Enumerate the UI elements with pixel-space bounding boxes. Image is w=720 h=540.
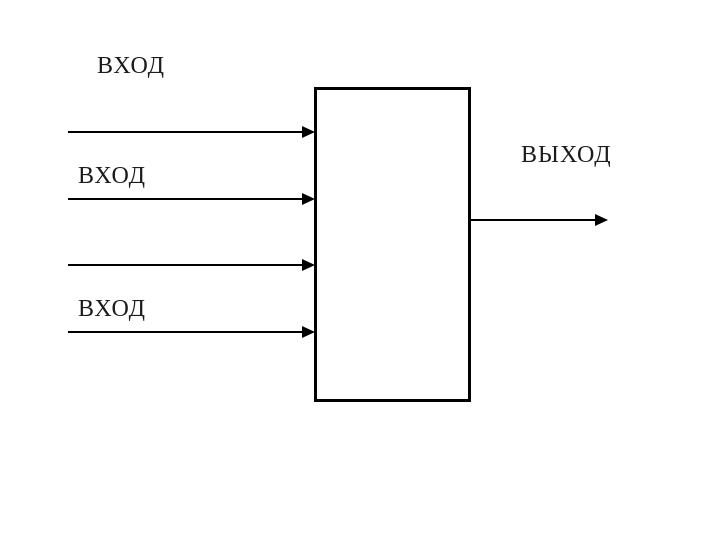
input-label-top: ВХОД: [97, 53, 166, 79]
arrow-shaft: [68, 331, 305, 333]
arrow-shaft: [68, 198, 305, 200]
arrow-shaft: [68, 264, 305, 266]
arrowhead-right-icon: [302, 326, 315, 338]
process-block: [314, 87, 471, 402]
input-arrow-1: [68, 126, 315, 138]
input-label-middle: ВХОД: [78, 163, 147, 189]
arrow-shaft: [471, 219, 598, 221]
arrowhead-right-icon: [302, 126, 315, 138]
arrowhead-right-icon: [302, 193, 315, 205]
arrowhead-right-icon: [595, 214, 608, 226]
input-arrow-3: [68, 259, 315, 271]
input-label-bottom: ВХОД: [78, 296, 147, 322]
arrowhead-right-icon: [302, 259, 315, 271]
input-arrow-2: [68, 193, 315, 205]
output-arrow: [471, 214, 608, 226]
output-label: ВЫХОД: [521, 142, 612, 168]
input-arrow-4: [68, 326, 315, 338]
arrow-shaft: [68, 131, 305, 133]
